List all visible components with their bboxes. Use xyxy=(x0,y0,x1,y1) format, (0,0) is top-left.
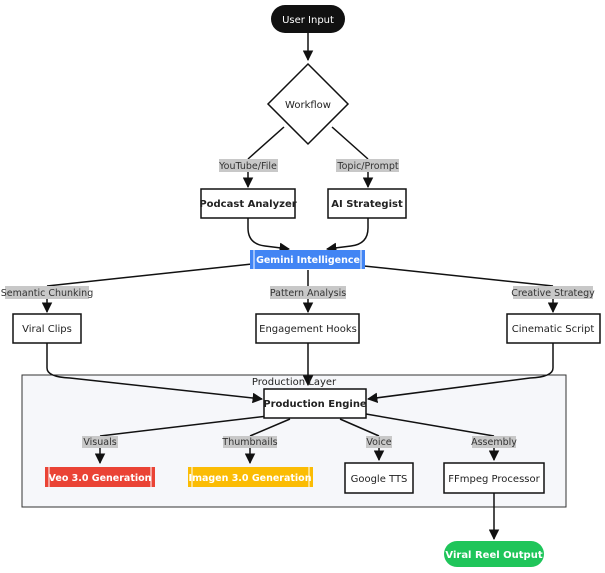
imagen-generation-node xyxy=(188,467,313,487)
gemini-intelligence-node xyxy=(250,250,365,269)
viral-reel-output-node xyxy=(444,541,544,567)
edge-label-visuals: Visuals xyxy=(83,437,116,448)
user-input-label: User Input xyxy=(282,15,334,26)
edge-label-bg-youtube xyxy=(219,159,278,172)
cinematic-script-label: Cinematic Script xyxy=(512,324,595,335)
edge-label-pattern-analysis: Pattern Analysis xyxy=(270,288,346,299)
veo-generation-label: Veo 3.0 Generation xyxy=(49,473,152,484)
edge-label-bg-topic xyxy=(336,159,399,172)
viral-clips-node xyxy=(12,313,82,344)
imagen-generation-label: Imagen 3.0 Generation xyxy=(189,473,312,484)
cinematic-script-node xyxy=(506,313,601,344)
workflow-decision xyxy=(266,62,350,146)
production-layer-title: Production Layer xyxy=(252,377,337,388)
edge-workflow-youtube xyxy=(247,126,285,160)
edge-label-bg-assembly xyxy=(472,436,516,448)
gemini-intelligence-label: Gemini Intelligence xyxy=(256,255,360,266)
edge-label-thumbnails: Thumbnails xyxy=(221,437,277,448)
edge-label-bg-thumbnails xyxy=(223,436,277,448)
edge-podcast-gemini xyxy=(247,217,291,254)
user-input-node xyxy=(271,5,345,33)
engagement-hooks-label: Engagement Hooks xyxy=(259,324,357,335)
edge-engine-visuals xyxy=(99,415,269,437)
edge-label-bg-creative xyxy=(513,286,593,299)
edge-label-bg-visuals xyxy=(82,436,118,448)
edge-clips-engine xyxy=(46,343,264,404)
edge-script-engine xyxy=(366,343,554,403)
edge-workflow-topic xyxy=(331,126,369,160)
podcast-analyzer-label: Podcast Analyzer xyxy=(199,199,296,210)
edge-label-bg-voice xyxy=(366,436,392,448)
edge-gemini-semantic xyxy=(46,263,253,287)
ffmpeg-processor-label: FFmpeg Processor xyxy=(448,474,540,485)
podcast-analyzer-node xyxy=(200,188,296,219)
viral-clips-label: Viral Clips xyxy=(22,324,72,335)
workflow-label: Workflow xyxy=(285,100,331,111)
edge-gemini-creative xyxy=(363,265,554,287)
edge-label-topic-prompt: Topic/Prompt xyxy=(336,161,398,172)
ai-strategist-node xyxy=(327,188,407,219)
edge-label-youtube-file: YouTube/File xyxy=(218,161,277,172)
production-engine-label: Production Engine xyxy=(263,399,367,410)
edges xyxy=(41,33,559,541)
veo-generation-node xyxy=(45,467,155,487)
google-tts-node xyxy=(344,462,414,494)
edge-engine-assembly xyxy=(365,413,495,437)
edge-label-semantic-chunking: Semantic Chunking xyxy=(1,288,93,299)
edge-label-bg-pattern xyxy=(270,286,346,299)
edge-engine-voice xyxy=(339,418,380,437)
ffmpeg-processor-node xyxy=(443,462,545,494)
google-tts-label: Google TTS xyxy=(351,474,408,485)
viral-reel-output-label: Viral Reel Output xyxy=(445,550,542,561)
engagement-hooks-node xyxy=(255,313,360,344)
production-engine-node xyxy=(263,388,367,419)
edge-label-creative-strategy: Creative Strategy xyxy=(511,288,595,299)
edge-label-bg-semantic xyxy=(5,286,89,299)
edge-label-voice: Voice xyxy=(366,437,391,448)
edge-label-assembly: Assembly xyxy=(471,437,517,448)
ai-strategist-label: AI Strategist xyxy=(331,199,403,210)
edge-engine-thumbnails xyxy=(249,418,291,437)
edge-strategist-gemini xyxy=(325,217,369,254)
